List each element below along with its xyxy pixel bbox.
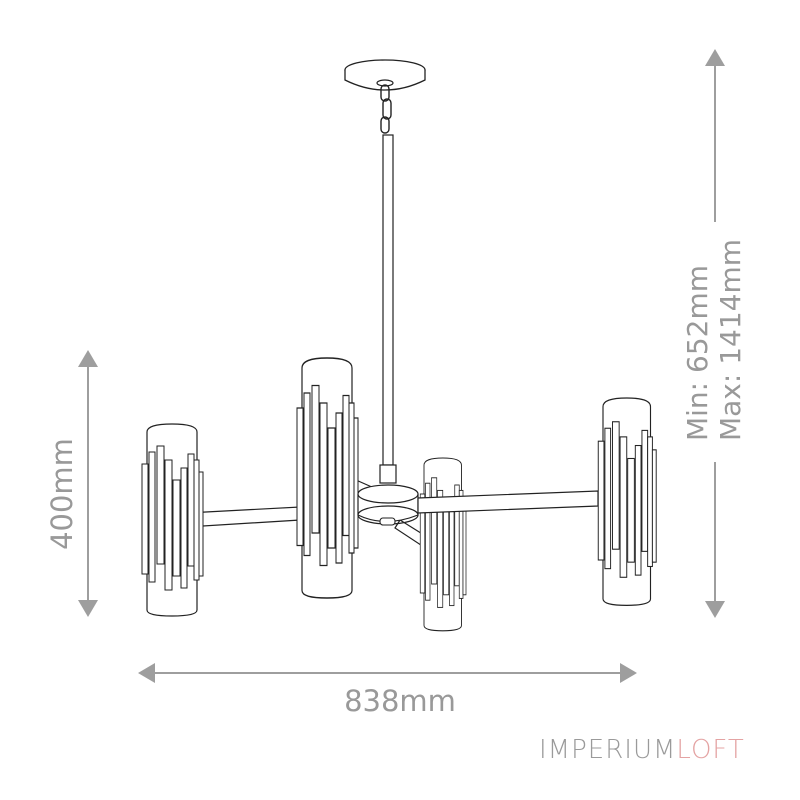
ceiling-canopy	[344, 59, 426, 134]
lamp-right	[597, 397, 657, 607]
dimension-lines	[78, 49, 725, 683]
brand-logo: IMPERIUMLOFT	[539, 735, 745, 765]
suspension-rod	[382, 134, 394, 466]
height-dimension-label: 400mm	[45, 438, 79, 550]
center-hub	[357, 484, 419, 526]
brand-part-1: IMPERIUM	[539, 735, 677, 765]
brand-part-2: LOFT	[676, 735, 745, 765]
lamp-rear-left	[296, 357, 359, 599]
lamp-left	[141, 423, 204, 617]
drop-dimension-label: Min: 652mm Max: 1414mm	[681, 239, 747, 441]
drop-max-label: Max: 1414mm	[714, 238, 747, 442]
lamp-front-right	[419, 457, 467, 632]
drop-min-label: Min: 652mm	[681, 265, 714, 442]
width-dimension-label: 838mm	[344, 684, 456, 718]
